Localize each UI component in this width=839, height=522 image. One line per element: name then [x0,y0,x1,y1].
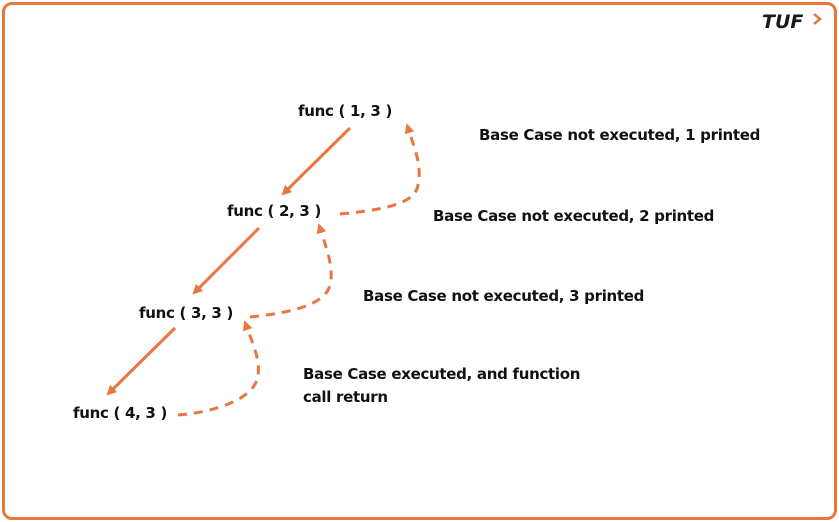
call-node-2: func ( 2, 3 ) [227,202,322,220]
call-arrow-2-to-3 [192,226,261,295]
return-arrow-2-to-1 [339,123,421,216]
note-4: Base Case executed, and function call re… [303,363,580,409]
call-node-3: func ( 3, 3 ) [139,304,234,322]
call-node-1: func ( 1, 3 ) [298,102,393,120]
note-1: Base Case not executed, 1 printed [479,126,761,144]
call-arrow-1-to-2 [281,126,352,196]
note-3: Base Case not executed, 3 printed [363,287,645,305]
note-4-line-2: call return [303,388,388,406]
call-arrow-3-to-4 [106,326,177,396]
tuf-logo: TUF [762,11,804,33]
return-arrow-3-to-2 [249,223,333,319]
note-2: Base Case not executed, 2 printed [433,207,715,225]
call-node-4: func ( 4, 3 ) [73,404,168,422]
chevron-right-icon [813,13,822,25]
note-4-line-1: Base Case executed, and function [303,365,581,383]
return-arrow-4-to-3 [177,320,260,417]
